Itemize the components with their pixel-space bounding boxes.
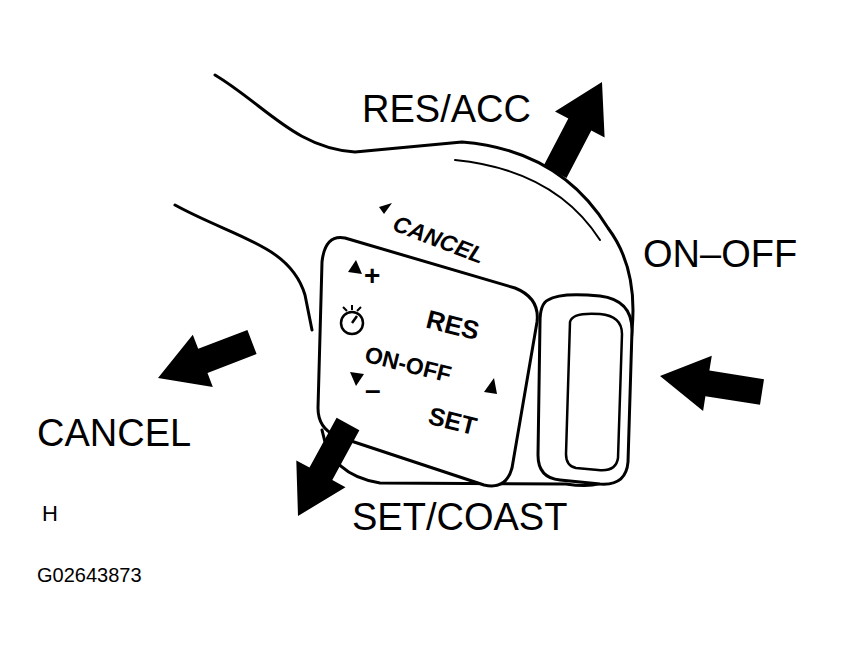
- function-label: CANCEL: [37, 414, 191, 452]
- motion-arrow: [296, 418, 359, 516]
- function-label: RES/ACC: [362, 90, 531, 128]
- figure-letter: H: [42, 503, 58, 525]
- function-label: ON–OFF: [643, 235, 797, 273]
- motion-arrow: [544, 82, 605, 178]
- stalk-marking: –: [365, 376, 381, 404]
- function-label: SET/COAST: [352, 498, 567, 536]
- figure-code: G02643873: [37, 565, 142, 585]
- stalk-marking: +: [364, 262, 380, 290]
- motion-arrow: [158, 330, 257, 387]
- motion-arrow: [660, 356, 764, 411]
